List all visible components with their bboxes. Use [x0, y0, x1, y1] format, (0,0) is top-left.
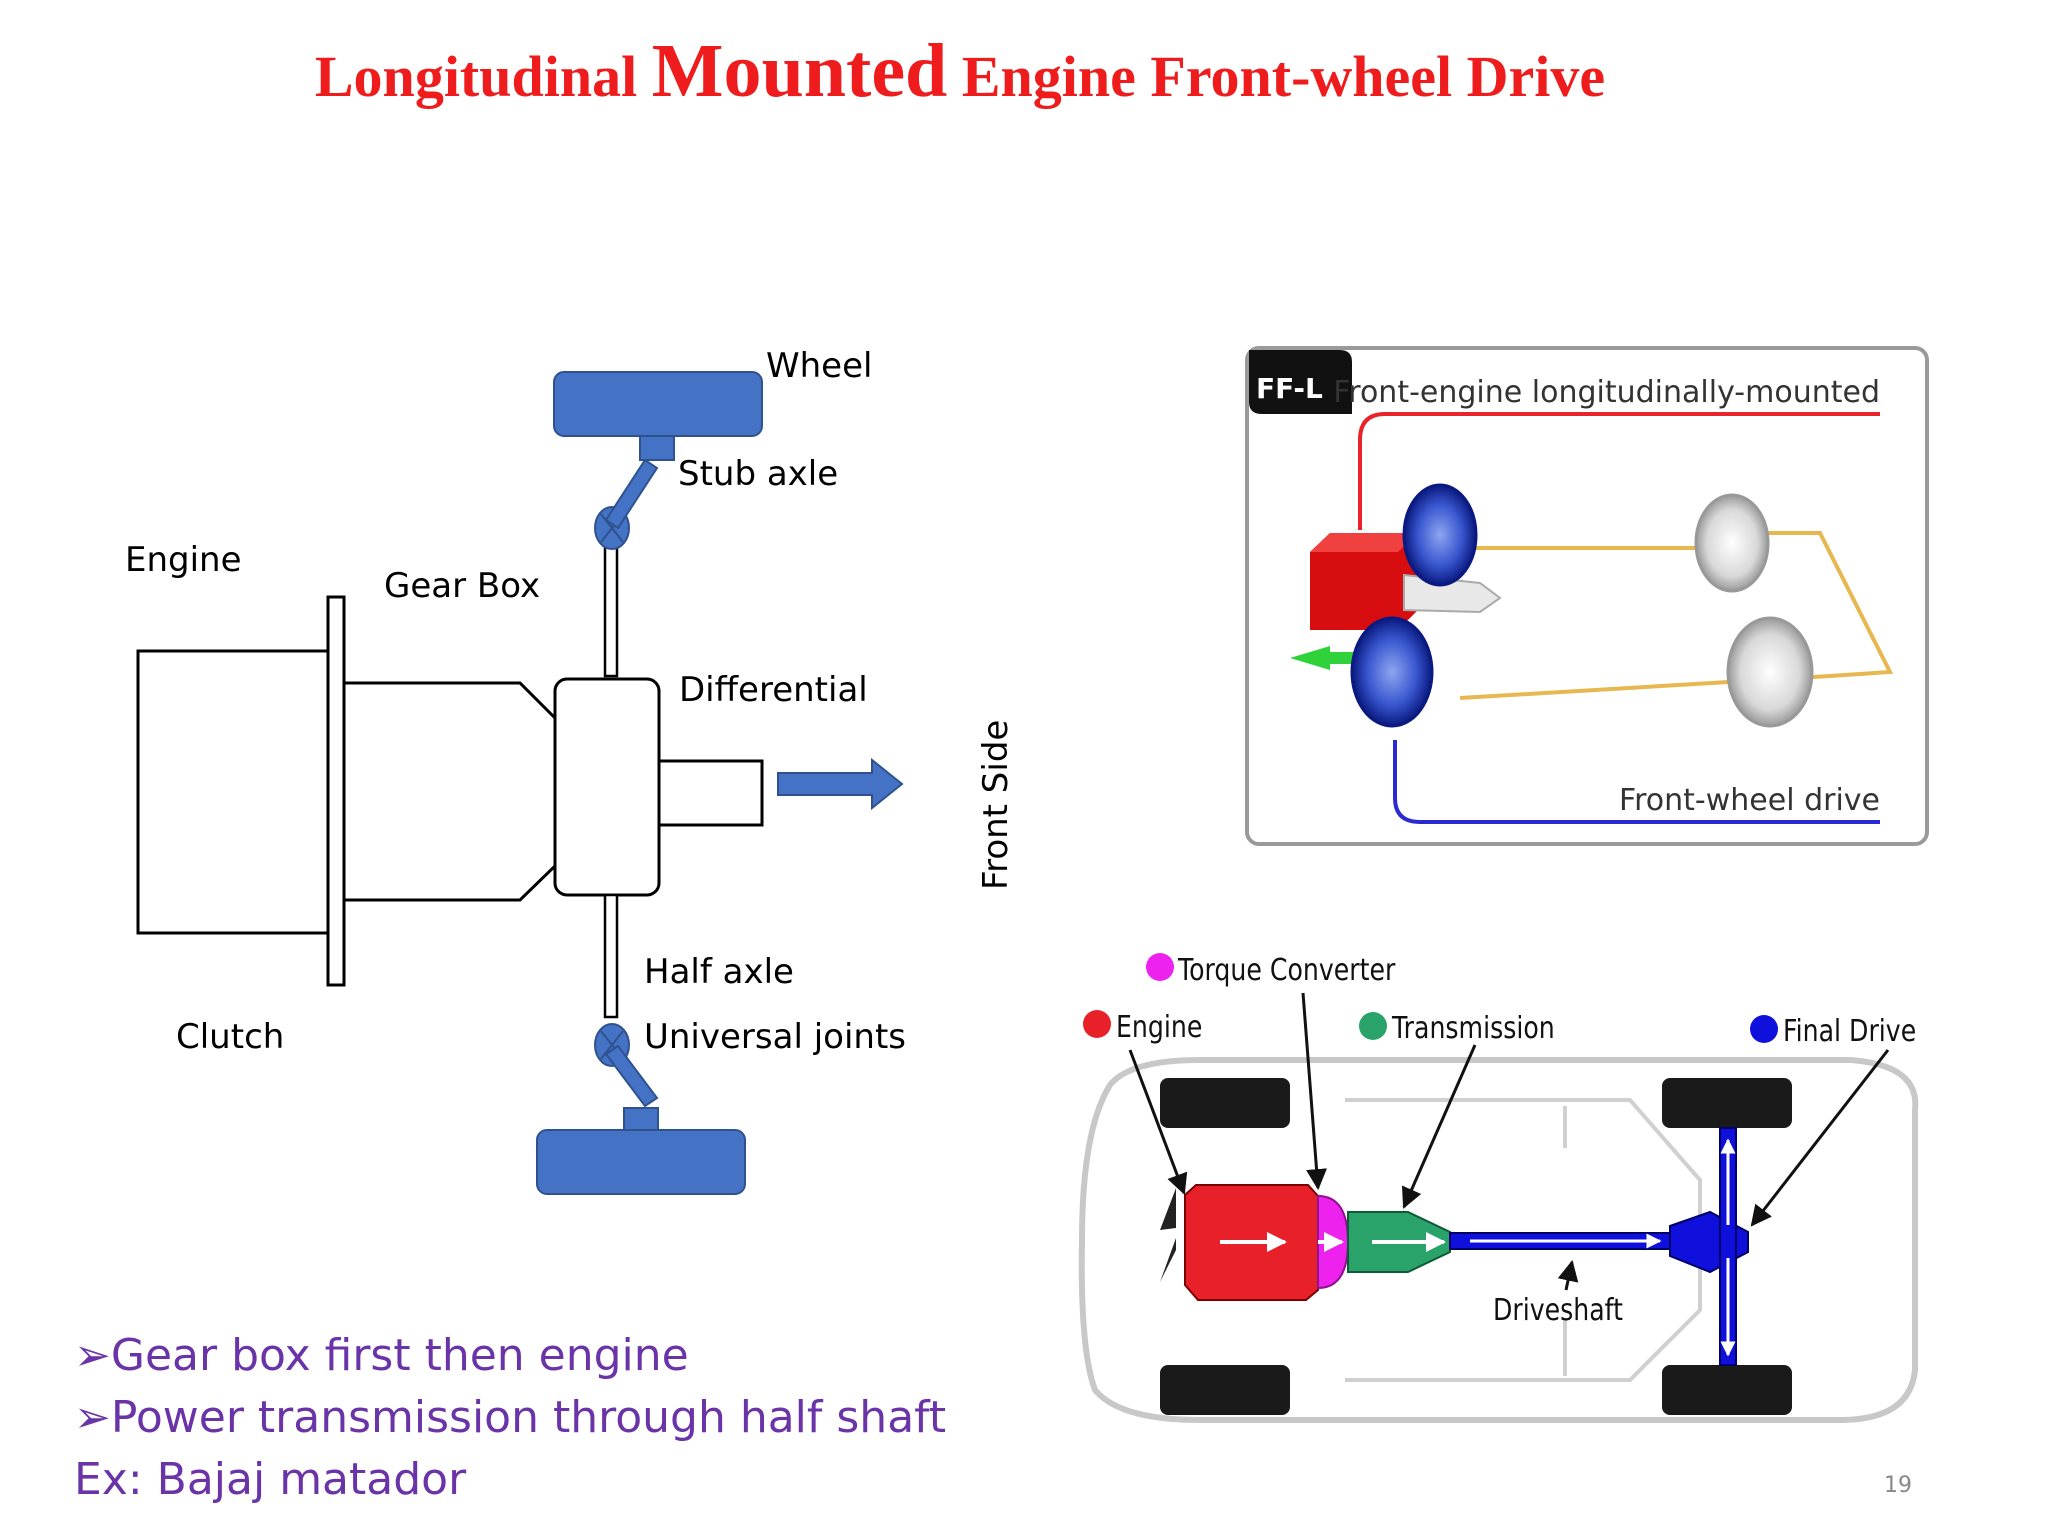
bullet-1-marker: ➢ [74, 1330, 111, 1381]
leader-transmission [1401, 1044, 1477, 1209]
label-half-axle: Half axle [644, 952, 794, 992]
leader-driveshaft [1557, 1259, 1579, 1291]
lower-stub-axle [604, 1044, 659, 1108]
rwd-radiator-fan [1160, 1188, 1176, 1282]
label-stub-axle: Stub axle [678, 454, 838, 494]
bullet-2-text: Power transmission through half shaft [111, 1392, 946, 1443]
label-universal-joints: Universal joints [644, 1017, 906, 1057]
rwd-rear-tire-top [1662, 1078, 1792, 1128]
label-gear-box: Gear Box [384, 566, 540, 606]
ff-rear-wheel-top [1694, 493, 1770, 593]
differential-housing [553, 677, 661, 897]
example-line: Ex: Bajaj matador [74, 1454, 467, 1505]
ff-longitudinal-image: FF-L Front-engine longitudinally-mounted… [1245, 346, 1929, 846]
label-final-drive: Final Drive [1783, 1013, 1916, 1049]
forward-direction-arrow [777, 757, 904, 811]
label-front-side: Front Side [976, 720, 1016, 890]
ff-badge [1249, 350, 1352, 414]
label-differential: Differential [679, 670, 868, 710]
rwd-front-tire-bottom [1160, 1365, 1290, 1415]
final-drive-dot [1750, 1015, 1778, 1043]
clutch-plate [326, 595, 346, 987]
title-part-3: Engine Front-wheel Drive [947, 44, 1605, 109]
bullet-2-marker: ➢ [74, 1392, 111, 1443]
lower-stub-axle-mount [623, 1107, 659, 1131]
page-number: 19 [1884, 1473, 1912, 1498]
title-part-1: Longitudinal [315, 44, 652, 109]
torque-converter-dot [1146, 953, 1174, 981]
upper-stub-axle-mount [639, 435, 675, 461]
label-clutch: Clutch [176, 1017, 284, 1057]
bullet-1-text: Gear box first then engine [111, 1330, 689, 1381]
ff-bottom-line [1393, 740, 1880, 824]
ff-badge-text: FF-L [1256, 372, 1323, 405]
leader-final-drive [1750, 1049, 1890, 1227]
label-driveshaft: Driveshaft [1493, 1292, 1623, 1328]
upper-half-axle [603, 542, 619, 678]
bullet-2: ➢Power transmission through half shaft [74, 1392, 946, 1443]
transmission-dot [1359, 1012, 1387, 1040]
ff-top-caption: Front-engine longitudinally-mounted [1333, 375, 1880, 410]
ff-top-line [1358, 412, 1880, 530]
upper-stub-axle [604, 458, 659, 530]
output-shaft [657, 759, 764, 827]
label-rwd-engine: Engine [1116, 1009, 1202, 1045]
rwd-rear-tire-bottom [1662, 1365, 1792, 1415]
drivetrain-schematic: Wheel Stub axle Engine Gear Box Differen… [125, 346, 1016, 1195]
leader-torque-converter [1301, 992, 1328, 1191]
label-engine: Engine [125, 540, 242, 580]
lower-half-axle [603, 893, 619, 1019]
ff-engine-top [1310, 533, 1418, 552]
ff-bottom-caption: Front-wheel drive [1619, 783, 1880, 818]
leader-engine [1128, 1049, 1188, 1195]
label-transmission: Transmission [1391, 1010, 1555, 1046]
lower-wheel [536, 1129, 746, 1195]
rwd-layout-image: Torque Converter Engine Transmission Fin… [1078, 952, 1919, 1423]
slide-title: Longitudinal Mounted Engine Front-wheel … [315, 29, 1605, 113]
ff-engine-block [1310, 533, 1418, 630]
rwd-car-body [1078, 1057, 1919, 1423]
ff-gearbox [1403, 573, 1502, 614]
label-torque-converter: Torque Converter [1177, 952, 1396, 988]
bullet-1: ➢Gear box first then engine [74, 1330, 689, 1381]
rwd-front-tire-top [1160, 1078, 1290, 1128]
rwd-rear-axle [1719, 1127, 1737, 1366]
title-part-2-emphasis: Mounted [652, 29, 948, 113]
upper-wheel [553, 371, 763, 437]
ff-front-wheel-top [1402, 483, 1478, 587]
ff-direction-arrow [1290, 646, 1366, 670]
engine-block [136, 649, 330, 935]
label-wheel: Wheel [766, 346, 872, 386]
engine-dot [1083, 1010, 1111, 1038]
gearbox-housing [342, 681, 557, 902]
ff-front-wheel-bottom [1350, 616, 1434, 728]
ff-rear-wheel-bottom [1726, 616, 1814, 728]
bullet-list: ➢Gear box first then engine ➢Power trans… [74, 1330, 946, 1505]
